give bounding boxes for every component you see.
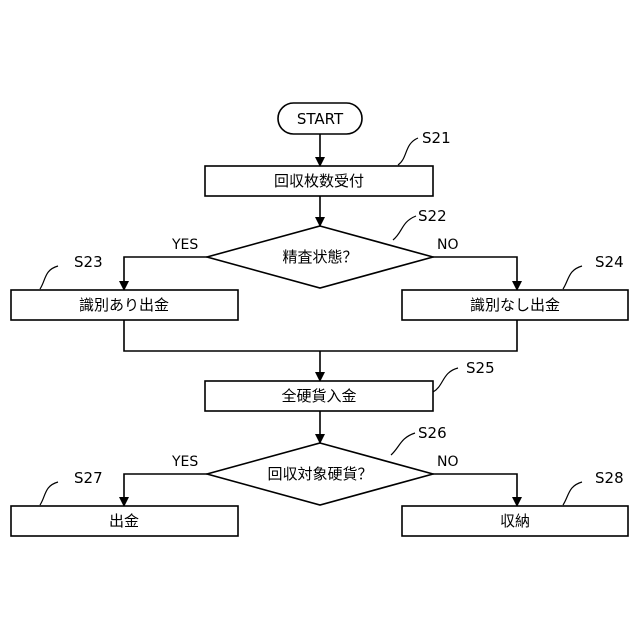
- arrow-s22-no: [433, 257, 517, 290]
- step-s21-leader: [398, 138, 418, 165]
- arrow-s26-yes: [124, 474, 207, 506]
- branch-s26-no: NO: [437, 454, 459, 470]
- start-label: START: [297, 110, 344, 128]
- merge-line: [124, 320, 517, 351]
- step-s25-leader: [433, 368, 458, 392]
- step-s28-text: 収納: [500, 512, 530, 530]
- decision-s22-text: 精査状態？: [282, 248, 357, 266]
- arrow-s22-yes: [124, 257, 207, 290]
- step-s25-text: 全硬貨入金: [281, 387, 356, 405]
- step-s25-id: S25: [466, 359, 495, 377]
- step-s21-text: 回収枚数受付: [274, 172, 364, 190]
- step-s27-id: S27: [74, 469, 103, 487]
- step-s27-leader: [40, 482, 58, 505]
- decision-s26-text: 回収対象硬貨？: [267, 465, 372, 483]
- step-s23-id: S23: [74, 253, 103, 271]
- step-s24-id: S24: [595, 253, 624, 271]
- branch-s26-yes: YES: [171, 454, 198, 470]
- arrow-s26-no: [433, 474, 517, 506]
- step-s28-leader: [563, 482, 582, 505]
- branch-s22-no: NO: [437, 237, 459, 253]
- step-s24-leader: [563, 266, 582, 289]
- step-s23-leader: [40, 266, 58, 289]
- step-s24-text: 識別なし出金: [470, 296, 560, 314]
- step-s23-text: 識別あり出金: [79, 296, 169, 314]
- decision-s26-leader: [391, 433, 415, 455]
- branch-s22-yes: YES: [171, 237, 198, 253]
- decision-s22-leader: [393, 216, 416, 240]
- step-s27-text: 出金: [109, 512, 139, 530]
- step-s21-id: S21: [422, 129, 451, 147]
- decision-s22-id: S22: [418, 207, 447, 225]
- decision-s26-id: S26: [418, 424, 447, 442]
- step-s28-id: S28: [595, 469, 624, 487]
